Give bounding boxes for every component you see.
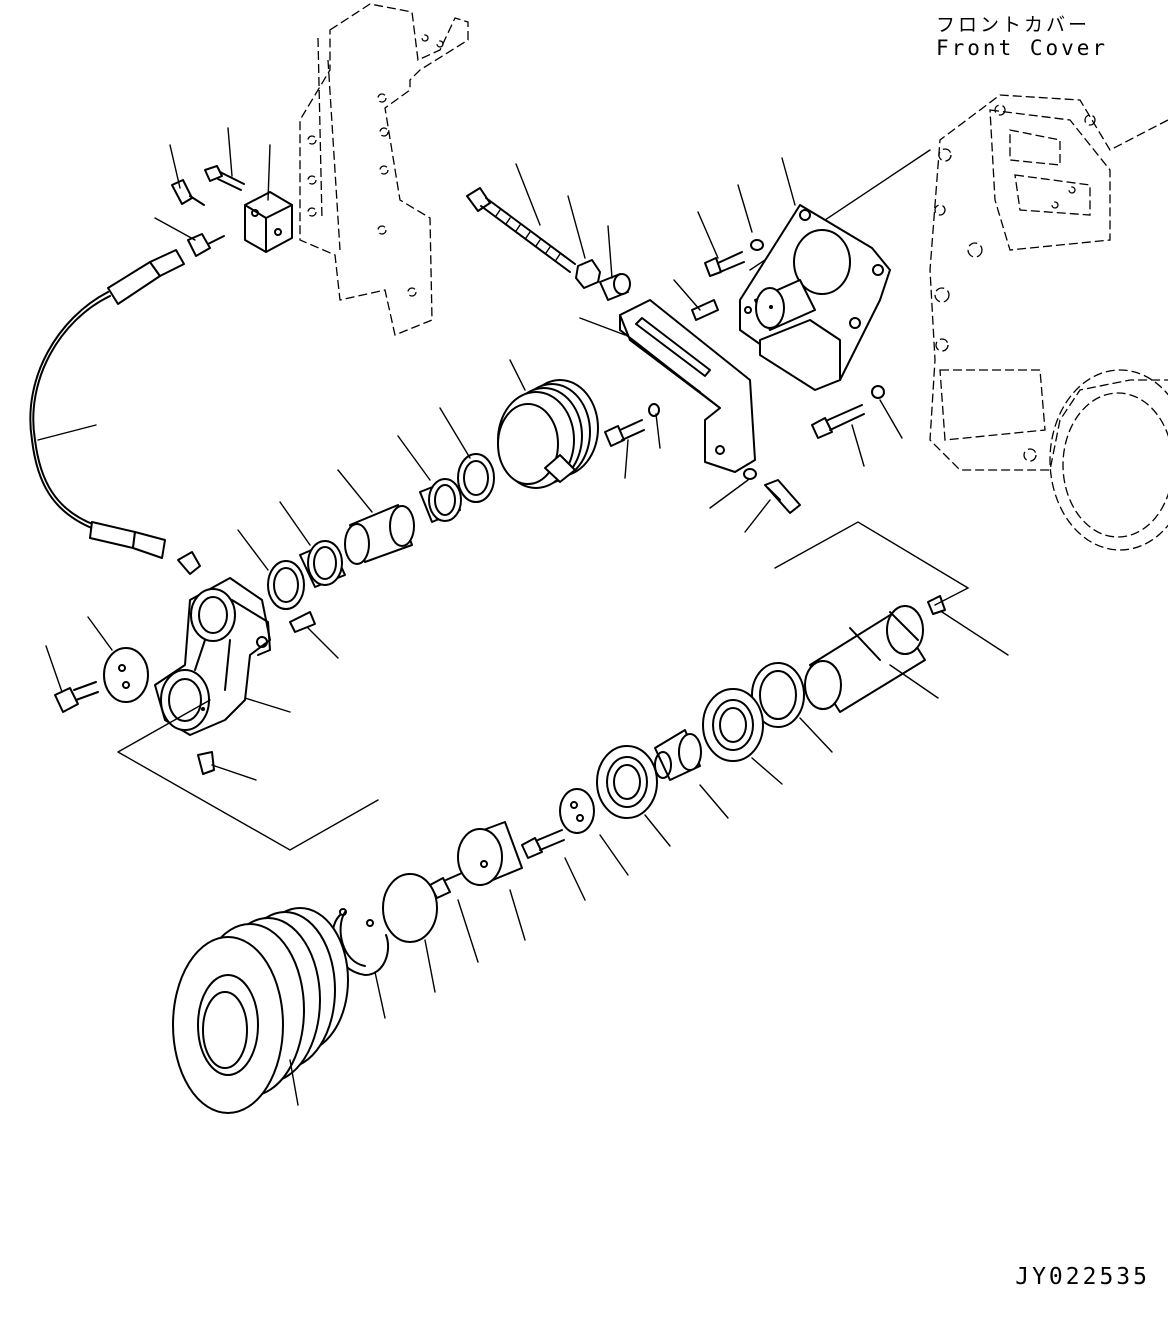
tensioner-mount-plate	[739, 204, 891, 391]
dowel-pin	[289, 611, 316, 633]
pivot-sleeve	[344, 504, 415, 565]
grease-nipple-upper	[177, 551, 201, 575]
long-bolt	[466, 187, 576, 273]
callout-leader-lines	[37, 127, 1009, 1106]
cover-disc	[382, 873, 438, 943]
oil-seal	[751, 662, 805, 728]
block-bolt	[204, 165, 245, 191]
pin-upper	[691, 299, 719, 321]
engine-bracket-outline	[299, 3, 469, 336]
sensor-block	[244, 191, 293, 253]
grease-nipple-lower	[197, 751, 215, 775]
group-bracket-pulley	[774, 521, 970, 606]
washer-bolt	[54, 681, 99, 713]
front-cover-label-jp: フロントカバー	[936, 14, 1091, 36]
tensioner-arm	[154, 577, 271, 736]
slotted-bracket	[619, 299, 756, 473]
washer-right	[871, 385, 885, 399]
fitting-lower	[187, 233, 225, 257]
bearing-outer	[702, 688, 764, 762]
hose-assembly	[29, 249, 185, 559]
front-cover-outline	[929, 94, 1168, 551]
bolt-right	[811, 404, 865, 439]
dust-cap	[457, 821, 523, 886]
figure-id: JY022535	[1015, 1264, 1150, 1290]
spacer	[599, 273, 631, 301]
front-cover-label-en: Front Cover	[936, 36, 1109, 60]
fitting-upper	[171, 179, 205, 206]
bolt-lower	[764, 479, 801, 514]
retainer-plate	[559, 788, 595, 834]
bearing-spacer	[654, 729, 702, 781]
bolt-slot-left	[604, 419, 645, 447]
torsion-spring	[497, 379, 599, 489]
washer-lower	[743, 468, 757, 480]
washer-slot	[648, 403, 660, 417]
group-bracket-arm	[117, 699, 379, 851]
bushing-lower	[299, 540, 346, 588]
retainer-bolt	[521, 829, 565, 859]
nut	[575, 259, 601, 289]
idler-shaft	[804, 605, 926, 713]
grooved-pulley	[172, 907, 349, 1114]
thrust-washer	[103, 647, 149, 703]
bearing-inner	[596, 745, 658, 819]
bolt-upper	[704, 251, 745, 277]
bushing-upper	[419, 478, 462, 523]
washer-upper	[750, 239, 764, 251]
